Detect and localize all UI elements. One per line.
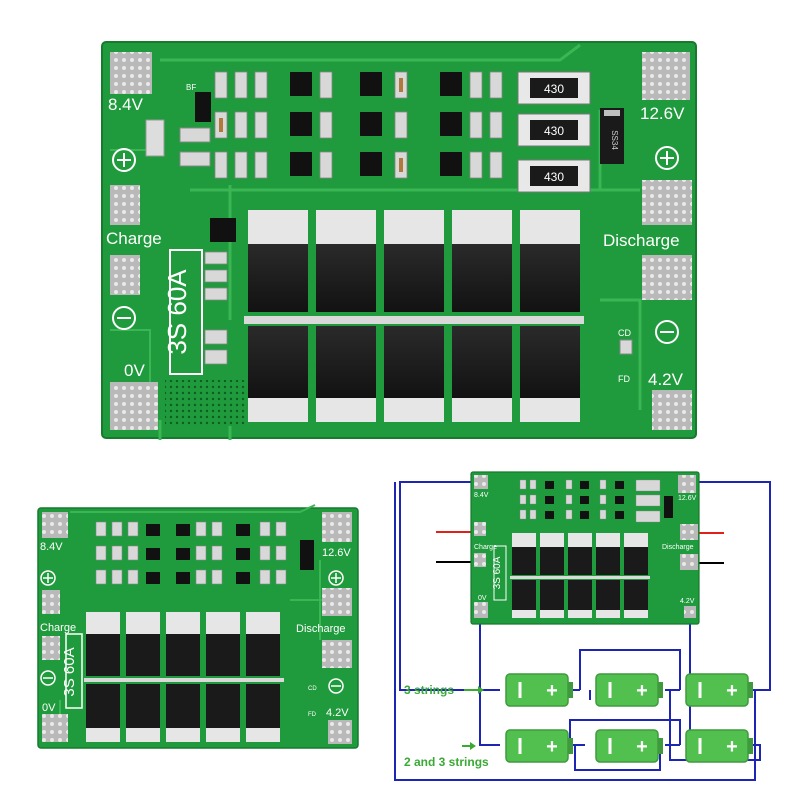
pad-charge-top xyxy=(110,185,140,225)
battery-plus: + xyxy=(636,736,648,758)
small-left-model-label: 3S 60A xyxy=(61,647,78,696)
battery-cell: + xyxy=(595,729,663,763)
pad-4v2 xyxy=(652,390,692,430)
battery-plus: + xyxy=(726,736,738,758)
resistor-label-1: 430 xyxy=(544,82,564,96)
label-fd: FD xyxy=(618,374,630,384)
pad-8v4 xyxy=(110,52,152,94)
battery-plus: + xyxy=(636,680,648,702)
wiring-diagram: 3S 60A 8.4V 12.6V Charge Discharge 0V xyxy=(394,471,771,781)
label-8v4: 8.4V xyxy=(108,95,144,114)
battery-plus: + xyxy=(546,736,558,758)
small-right-board: 3S 60A 8.4V 12.6V Charge Discharge 0V xyxy=(470,471,700,625)
smd-components xyxy=(145,71,503,179)
small-right-12v6: 12.6V xyxy=(678,495,697,502)
small-left-cd: CD xyxy=(308,686,317,692)
pad-12v6 xyxy=(642,52,690,100)
label-0v: 0V xyxy=(124,361,145,380)
label-charge: Charge xyxy=(106,229,162,248)
small-right-4v2: 4.2V xyxy=(680,598,695,605)
small-left-charge: Charge xyxy=(40,622,76,634)
battery-cell: + xyxy=(595,673,663,707)
mosfet-row-top xyxy=(248,210,580,312)
battery-row-bottom: + + + xyxy=(505,729,753,763)
arrow-right-icon xyxy=(464,686,484,694)
small-right-0v: 0V xyxy=(478,595,487,602)
arrow-right-icon xyxy=(462,742,476,750)
label-4v2: 4.2V xyxy=(648,370,684,389)
label-3-strings: 3 strings xyxy=(404,683,454,697)
small-left-0v: 0V xyxy=(42,702,56,714)
mosfet-row-bottom xyxy=(248,326,580,422)
schottky-diode: SS34 xyxy=(600,108,624,164)
battery-cell: + xyxy=(685,673,753,707)
mosfet-array xyxy=(244,210,584,422)
small-left-fd: FD xyxy=(308,712,317,718)
pad-charge-bottom xyxy=(110,255,140,295)
pad-0v xyxy=(110,382,158,430)
model-label: 3S 60A xyxy=(162,269,192,355)
label-discharge: Discharge xyxy=(603,231,680,250)
small-left-4v2: 4.2V xyxy=(326,707,349,719)
small-left-board: 3S 60A 8.4V 12.6V Charge Discharge 0V 4.… xyxy=(37,504,359,749)
small-right-discharge: Discharge xyxy=(662,544,694,551)
pad-discharge-bottom xyxy=(642,255,692,300)
battery-row-top: + + + xyxy=(505,673,753,707)
label-2-and-3-strings: 2 and 3 strings xyxy=(404,755,489,769)
battery-cell: + xyxy=(505,673,573,707)
small-left-discharge: Discharge xyxy=(296,623,346,635)
label-cd: CD xyxy=(618,328,631,338)
small-left-8v4: 8.4V xyxy=(40,541,63,553)
battery-cell: + xyxy=(685,729,753,763)
model-label-box: 3S 60A xyxy=(162,249,203,375)
battery-plus: + xyxy=(546,680,558,702)
main-board: 430 430 430 SS34 3S 60A xyxy=(101,41,697,440)
label-12v6: 12.6V xyxy=(640,104,685,123)
diode-label: SS34 xyxy=(610,130,619,150)
battery-plus: + xyxy=(726,680,738,702)
resistor-label-3: 430 xyxy=(544,170,564,184)
small-right-8v4: 8.4V xyxy=(474,492,489,499)
battery-cell: + xyxy=(505,729,573,763)
small-right-model-label: 3S 60A xyxy=(492,556,503,589)
small-left-12v6: 12.6V xyxy=(322,547,351,559)
pad-discharge-top xyxy=(642,180,692,225)
resistor-label-2: 430 xyxy=(544,124,564,138)
small-right-charge: Charge xyxy=(474,544,497,551)
shunt-resistors: 430 430 430 xyxy=(517,71,591,193)
label-bf: BF xyxy=(186,83,196,92)
